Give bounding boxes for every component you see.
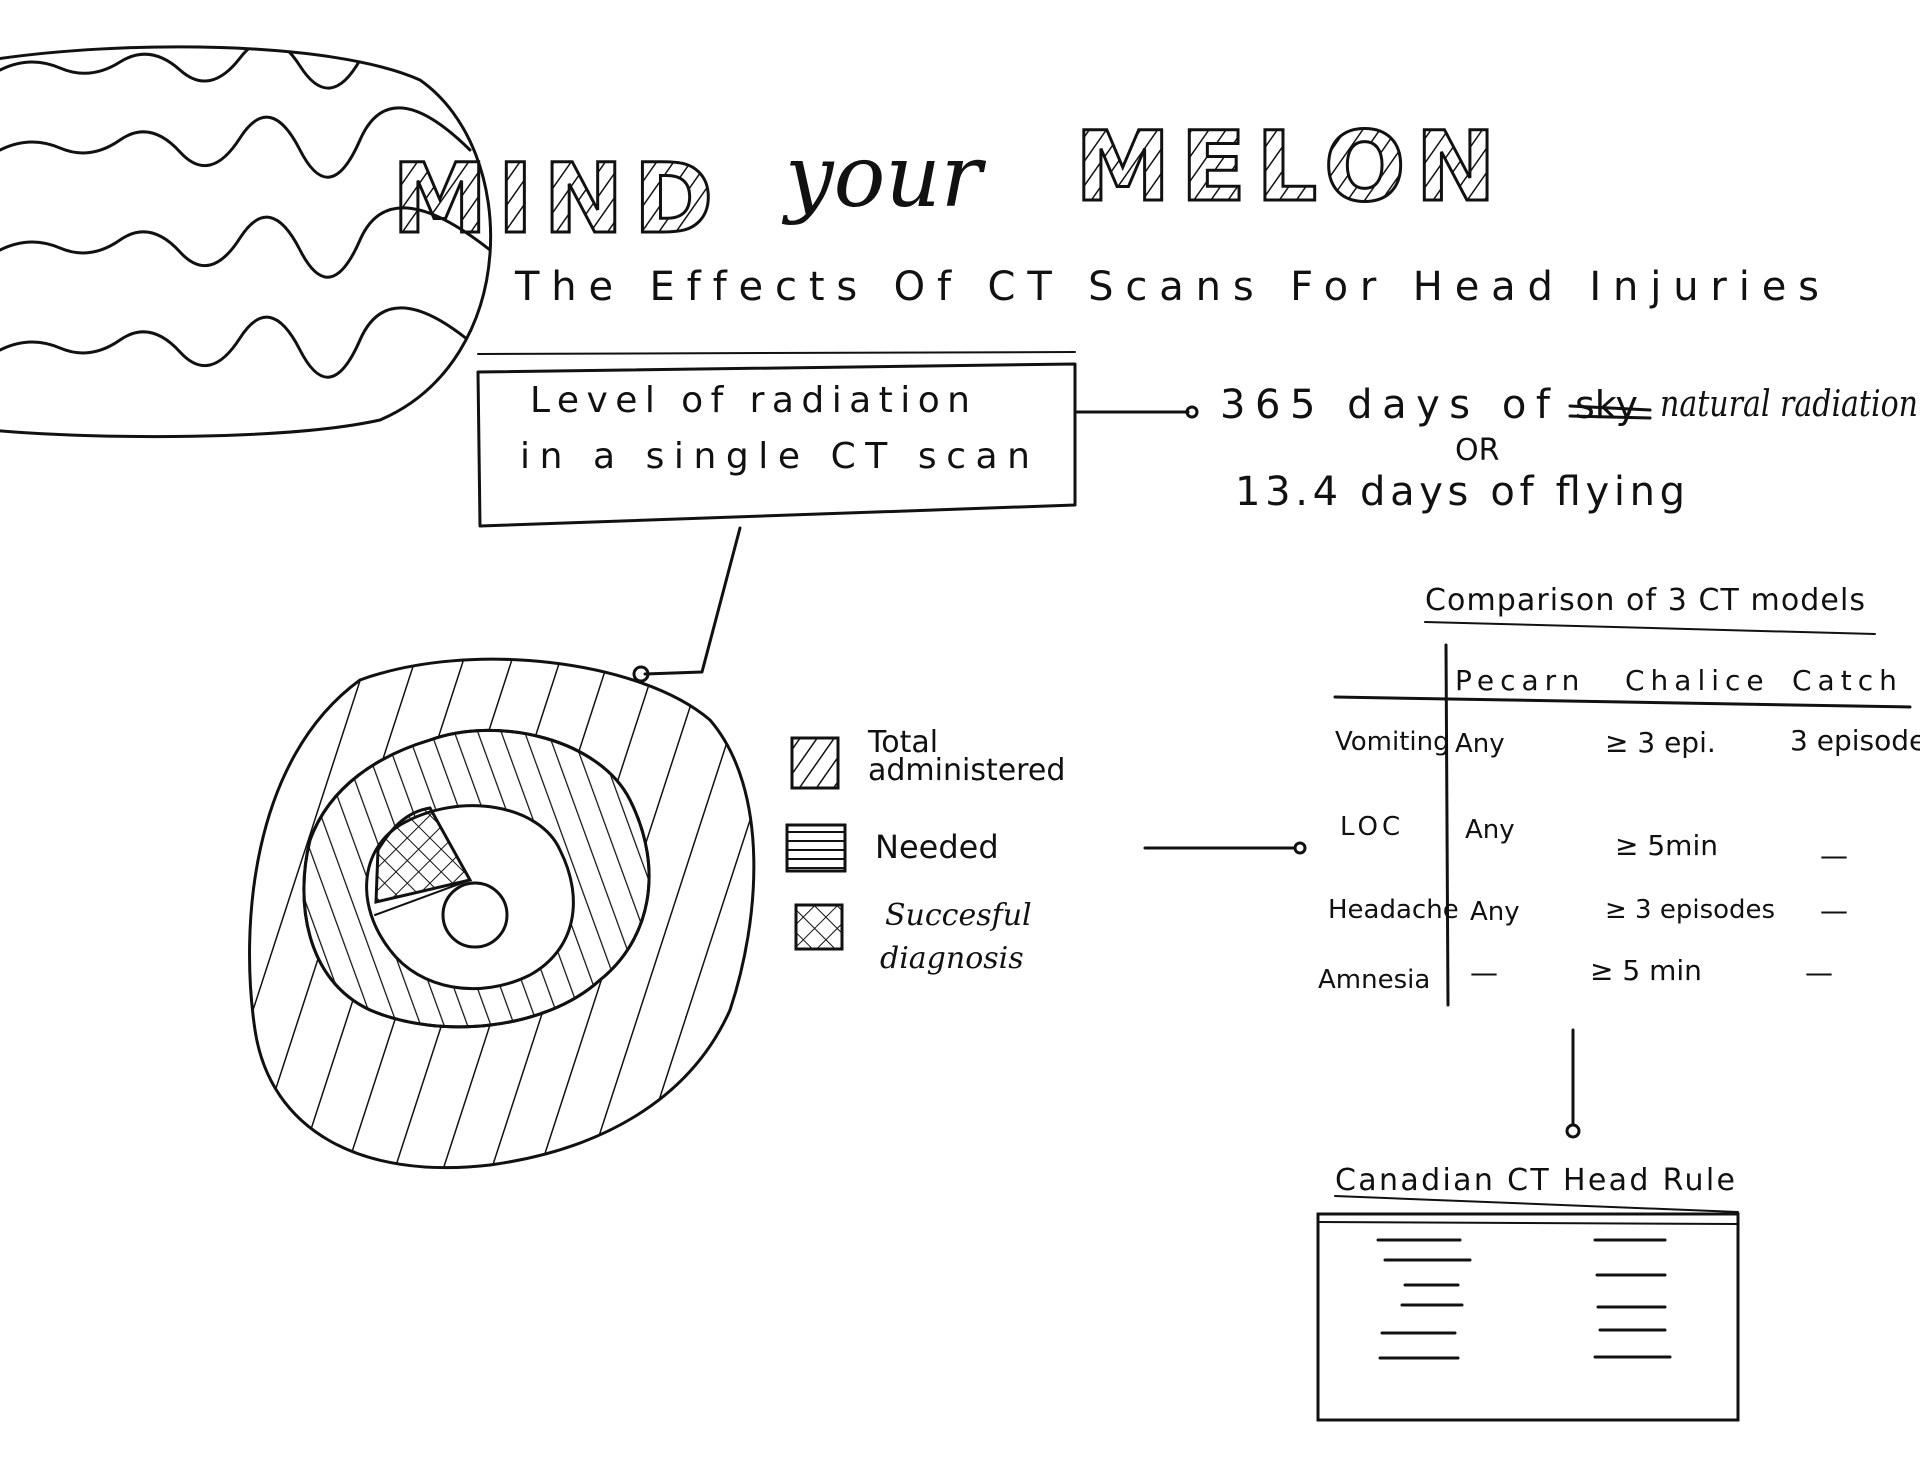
legend-item-total: Total administered bbox=[790, 725, 1065, 790]
legend-swatch-total bbox=[790, 736, 840, 790]
comparison-row-loc: LOC Any ≥ 5min — bbox=[1340, 812, 1848, 872]
connector-node bbox=[1185, 405, 1199, 419]
chart-center bbox=[441, 881, 509, 949]
legend-swatch-needed bbox=[785, 823, 847, 873]
melon-illustration bbox=[0, 45, 492, 439]
comparison-row-vomiting: Vomiting Any ≥ 3 epi. 3 episodes bbox=[1335, 724, 1920, 759]
comparison-col-chalice: Chalice bbox=[1625, 664, 1770, 697]
cell-headache-pecarn: Any bbox=[1470, 897, 1520, 927]
concentric-chart bbox=[248, 657, 756, 1170]
cell-vomiting-catch: 3 episodes bbox=[1790, 724, 1920, 757]
cell-amnesia-catch: — bbox=[1805, 956, 1833, 989]
page-subtitle: The Effects Of CT Scans For Head Injurie… bbox=[514, 264, 1825, 310]
title-your: your bbox=[781, 127, 987, 227]
equivalence-line-2: 13.4 days of flying bbox=[1235, 469, 1685, 515]
cell-loc-chalice: ≥ 5min bbox=[1615, 829, 1718, 862]
row-label-amnesia: Amnesia bbox=[1318, 965, 1430, 995]
row-label-headache: Headache bbox=[1328, 895, 1459, 925]
canadian-placeholder-lines bbox=[1376, 1238, 1672, 1360]
cell-amnesia-chalice: ≥ 5 min bbox=[1590, 954, 1702, 987]
cell-headache-chalice: ≥ 3 episodes bbox=[1605, 895, 1775, 925]
legend-swatch-successful bbox=[794, 903, 844, 951]
comparison-col-pecarn: Pecarn bbox=[1455, 664, 1585, 697]
chart-legend: Total administered Needed Succesful diag… bbox=[785, 725, 1065, 976]
legend-item-successful: Succesful diagnosis bbox=[794, 898, 1032, 976]
equivalence-struck-word: sky bbox=[1575, 383, 1638, 427]
comparison-table: Comparison of 3 CT models Pecarn Chalice… bbox=[1318, 583, 1920, 1007]
row-label-loc: LOC bbox=[1340, 812, 1404, 842]
canadian-title: Canadian CT Head Rule bbox=[1335, 1163, 1735, 1198]
cell-headache-catch: — bbox=[1820, 894, 1848, 927]
title-melon: MELON bbox=[1075, 111, 1506, 223]
radiation-box: Level of radiation in a single CT scan bbox=[476, 351, 1077, 528]
canadian-rule: Canadian CT Head Rule bbox=[1316, 1163, 1740, 1422]
legend-label-successful-2: diagnosis bbox=[880, 941, 1024, 976]
comparison-row-amnesia: Amnesia — ≥ 5 min — bbox=[1318, 954, 1833, 995]
legend-label-total-2: administered bbox=[868, 753, 1065, 788]
page-title: MIND your MELON bbox=[391, 110, 1506, 257]
ring-successful-diagnosis bbox=[374, 806, 473, 904]
cell-amnesia-pecarn: — bbox=[1470, 956, 1498, 989]
chart-connector-node bbox=[632, 665, 650, 683]
equivalence-suffix: natural radiation bbox=[1660, 384, 1918, 425]
comparison-row-headache: Headache Any ≥ 3 episodes — bbox=[1328, 894, 1848, 927]
comparison-col-catch: Catch bbox=[1792, 664, 1903, 697]
legend-label-needed: Needed bbox=[875, 828, 999, 866]
legend-label-successful-1: Succesful bbox=[885, 898, 1032, 933]
equivalence-prefix: 365 days of bbox=[1220, 382, 1551, 428]
row-label-vomiting: Vomiting bbox=[1335, 727, 1450, 757]
legend-item-needed: Needed bbox=[785, 823, 999, 873]
legend-label-total-1: Total bbox=[867, 725, 938, 760]
canadian-table bbox=[1316, 1212, 1740, 1422]
radiation-equivalence: 365 days of sky natural radiation OR 13.… bbox=[1220, 382, 1918, 515]
equivalence-or: OR bbox=[1455, 433, 1499, 468]
title-mind: MIND bbox=[392, 143, 723, 255]
cell-loc-pecarn: Any bbox=[1465, 815, 1515, 845]
cell-vomiting-pecarn: Any bbox=[1455, 729, 1505, 759]
box-to-chart-connector bbox=[643, 526, 742, 676]
comparison-title: Comparison of 3 CT models bbox=[1425, 583, 1865, 618]
cell-vomiting-chalice: ≥ 3 epi. bbox=[1605, 726, 1716, 759]
cell-loc-catch: — bbox=[1820, 839, 1848, 872]
radiation-line-2: in a single CT scan bbox=[520, 436, 1030, 477]
radiation-line-1: Level of radiation bbox=[530, 380, 970, 421]
